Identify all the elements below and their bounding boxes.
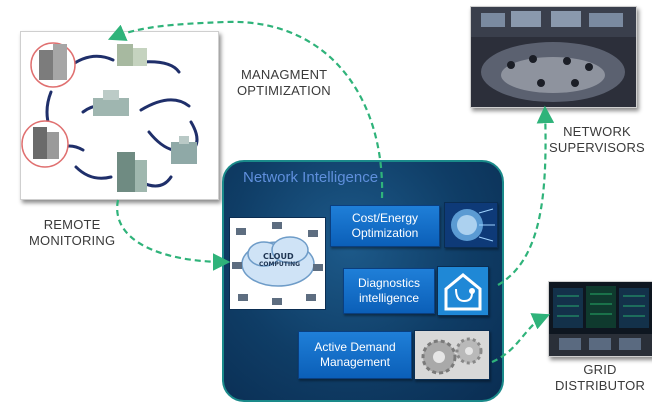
brain-icon: [444, 202, 498, 248]
house-stethoscope-icon: [437, 266, 489, 316]
grid-label-line1: GRID: [583, 362, 617, 377]
building-icon: [117, 152, 147, 192]
building-icon: [117, 44, 147, 66]
diagnostics-line1: Diagnostics: [357, 276, 421, 290]
supervisors-label-line1: NETWORK: [563, 124, 631, 139]
network-supervisors-arrow: [497, 105, 555, 286]
management-optimization-arrow: [107, 20, 384, 199]
active-demand-management-box: Active Demand Management: [298, 331, 412, 379]
buildings-network-graphic: [21, 42, 199, 192]
grid-label-line2: DISTRIBUTOR: [554, 378, 646, 393]
network-intelligence-title: Network Intelligence: [243, 169, 379, 186]
gears-icon: [414, 330, 490, 380]
remote-label-line1: REMOTE: [43, 217, 101, 232]
cloud-label-line1: CLOUD: [263, 252, 294, 261]
cloud-label-line2: COMPUTING: [259, 261, 301, 268]
control-room-image: [471, 7, 636, 102]
diagnostics-line2: intelligence: [358, 291, 420, 305]
diagnostics-intelligence-box: Diagnostics intelligence: [343, 268, 435, 314]
building-icon: [93, 90, 129, 116]
remote-monitoring-image: [20, 31, 219, 200]
management-optimization-label: MANAGMENT OPTIMIZATION: [237, 67, 331, 99]
management-label-line1: MANAGMENT: [241, 67, 328, 82]
remote-monitoring-arrow: [116, 199, 231, 271]
network-supervisors-label: NETWORK SUPERVISORS: [547, 124, 647, 156]
grid-distributor-label: GRID DISTRIBUTOR: [548, 362, 652, 394]
cost-energy-optimization-box: Cost/Energy Optimization: [330, 205, 440, 247]
cloud-computing-tile: [229, 217, 326, 310]
building-icon: [33, 127, 59, 159]
building-icon: [39, 44, 67, 80]
active-demand-line1: Active Demand: [314, 340, 396, 354]
active-demand-line2: Management: [319, 355, 391, 369]
building-icon: [171, 136, 197, 164]
grid-distributor-photo: [548, 281, 652, 357]
remote-label-line2: MONITORING: [29, 233, 116, 248]
grid-distributor-arrow: [491, 313, 551, 364]
management-label-line2: OPTIMIZATION: [237, 83, 331, 98]
grid-control-screens-image: [549, 282, 652, 356]
cost-energy-line2: Optimization: [351, 226, 419, 240]
network-supervisors-photo: [470, 6, 637, 108]
cloud-icon: [232, 222, 323, 305]
supervisors-label-line2: SUPERVISORS: [549, 140, 645, 155]
cost-energy-line1: Cost/Energy: [351, 211, 419, 225]
remote-monitoring-label: REMOTE MONITORING: [29, 217, 115, 249]
